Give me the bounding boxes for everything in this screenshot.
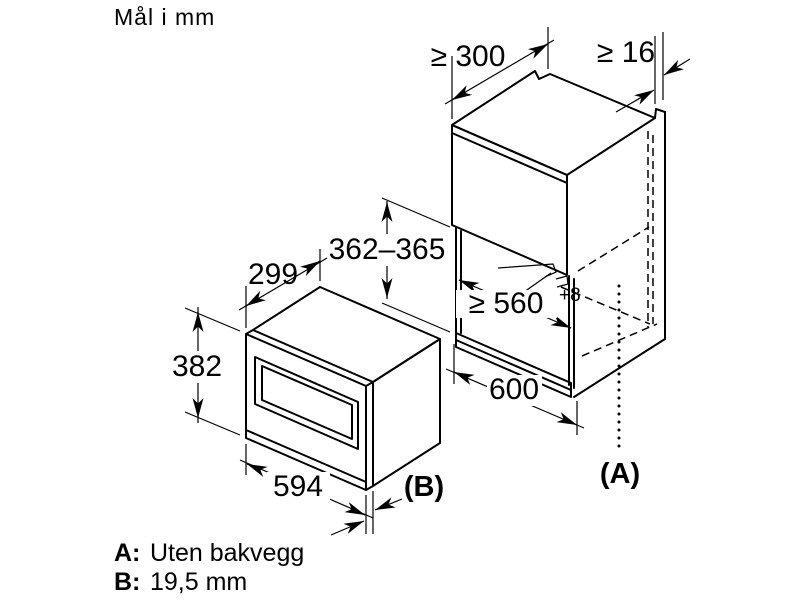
- dim-oven-height: 382: [169, 307, 241, 436]
- label-mask: [487, 375, 542, 406]
- ref-label-a: (A): [600, 458, 640, 490]
- dim-door-protrusion: (B): [330, 471, 444, 536]
- label-mask: [327, 234, 448, 266]
- label-mask: [169, 351, 226, 383]
- cabinet-drawing: [451, 70, 666, 454]
- arrow: [527, 43, 549, 59]
- dim-niche-width: ≥ 560 +8: [456, 272, 581, 329]
- hidden-niche-top-back-edge: [577, 226, 650, 272]
- arrow: [556, 412, 578, 426]
- cabinet-shelf: [455, 332, 572, 398]
- arrow: [300, 260, 321, 277]
- legend-a-key: A:: [114, 539, 140, 567]
- dim-label-panel-thickness: ≥ 16: [597, 36, 655, 69]
- dim-niche-height: 362–365: [327, 197, 451, 333]
- dim-label-oven-depth: 299: [248, 258, 298, 291]
- niche-back-edge-notch: [497, 263, 557, 278]
- dim-cabinet-top-depth: ≥ 300: [431, 27, 555, 119]
- arrow: [245, 290, 266, 307]
- arrow: [330, 520, 365, 536]
- dim-oven-width: 594: [239, 444, 374, 519]
- arrow: [451, 85, 473, 101]
- dim-label-niche-width-tolerance: +8: [559, 285, 581, 306]
- arrow: [550, 315, 572, 329]
- arrow: [246, 463, 268, 477]
- oven-right-face: [372, 338, 441, 487]
- cabinet-front-face: [451, 124, 568, 276]
- cabinet-shelf-edge-line: [455, 339, 572, 391]
- oven-door-top-right-sliver: [365, 381, 374, 387]
- label-mask: [267, 472, 330, 504]
- dim-label-niche-height: 362–365: [329, 233, 446, 266]
- dim-oven-depth: 299: [238, 249, 328, 328]
- ref-label-b: (B): [404, 471, 444, 503]
- oven-window-inner-frame: [261, 365, 353, 440]
- arrow: [663, 58, 691, 76]
- oven-window-outer-frame: [254, 356, 359, 450]
- extension-line: [381, 197, 451, 228]
- arrow: [374, 497, 403, 511]
- oven-door: [245, 333, 367, 491]
- legend: A: Uten bakvegg B: 19,5 mm: [114, 539, 304, 596]
- legend-b-value: 19,5 mm: [150, 568, 247, 596]
- dim-cabinet-width: 600: [445, 344, 585, 435]
- cabinet-front-face-edge-line: [451, 132, 568, 184]
- cabinet-side-panel-bottom-edge: [573, 338, 666, 398]
- dim-label-top-depth: ≥ 300: [431, 40, 506, 73]
- cabinet-top-face: [451, 70, 656, 176]
- dim-label-oven-height: 382: [172, 350, 222, 383]
- extension-line: [381, 302, 451, 333]
- niche-back-hook-detail: [555, 275, 569, 288]
- arrow: [344, 502, 366, 516]
- dim-label-cabinet-width: 600: [489, 373, 539, 406]
- legend-a-value: Uten bakvegg: [150, 539, 304, 567]
- arrow: [453, 371, 475, 385]
- oven-drawing: [245, 286, 441, 491]
- oven-door-bottom-sliver: [365, 485, 374, 491]
- oven-door-bevel-line: [245, 429, 367, 483]
- label-mask: [456, 290, 557, 318]
- cabinet-side-panel-top: [654, 108, 666, 119]
- extension-line: [184, 411, 241, 436]
- leader-line: [523, 272, 552, 293]
- arrow: [458, 279, 480, 293]
- oven-door-top-left-sliver: [245, 329, 254, 335]
- extension-line: [184, 307, 241, 332]
- arrow: [615, 89, 655, 113]
- hidden-shelf-back-edge: [560, 286, 651, 325]
- dim-label-oven-width: 594: [273, 470, 323, 503]
- dim-side-panel-thickness: ≥ 16: [597, 32, 691, 113]
- hidden-shelf-bottom-back-edge: [581, 323, 658, 357]
- dim-label-niche-width: ≥ 560: [469, 287, 544, 320]
- page-title: Mål i mm: [114, 4, 215, 30]
- legend-b-key: B:: [114, 568, 140, 596]
